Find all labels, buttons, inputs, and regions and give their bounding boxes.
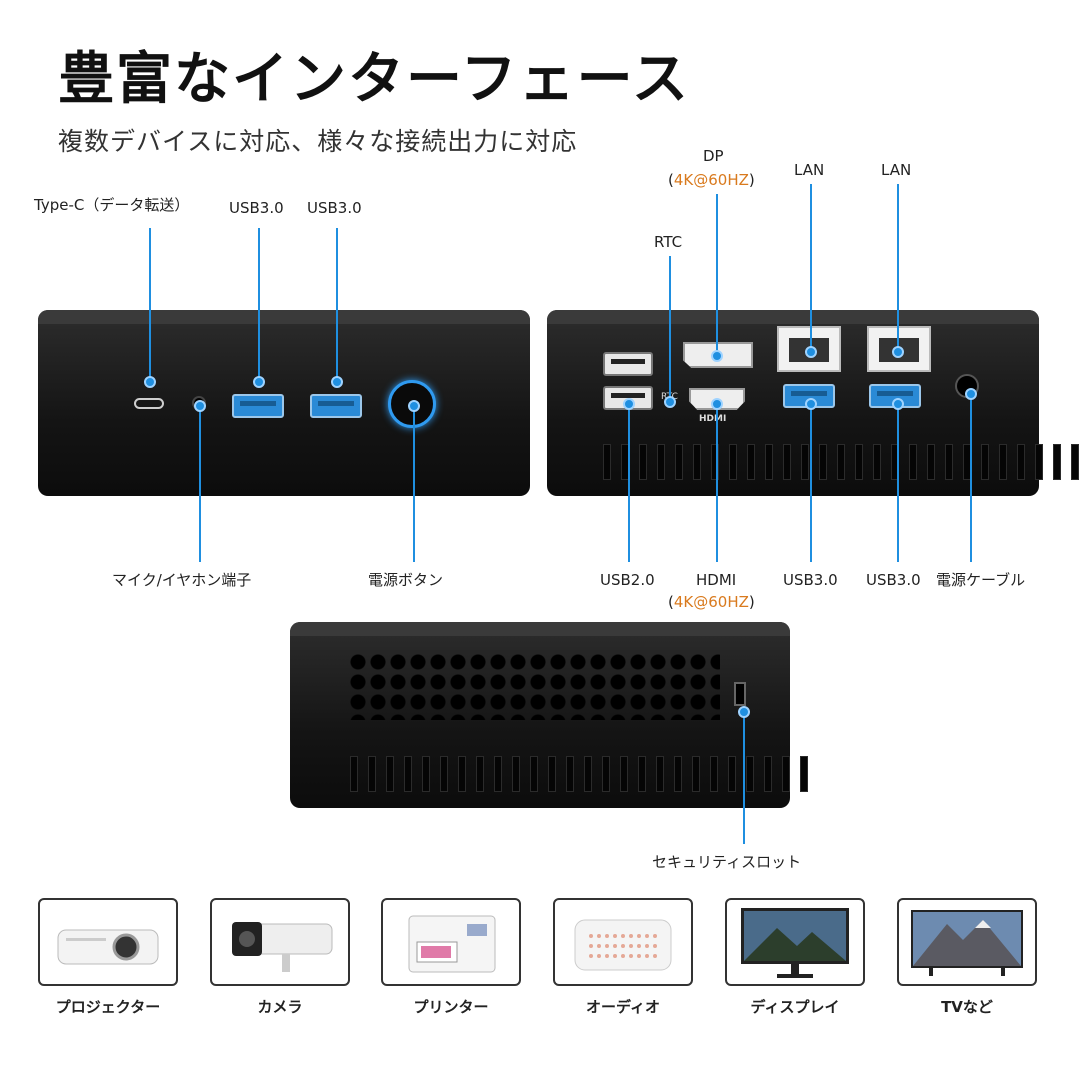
back-panel: RTC HDMI bbox=[547, 310, 1079, 496]
security-slot bbox=[734, 682, 746, 706]
label-front-usb-a: USB3.0 bbox=[229, 199, 284, 217]
device-card-projector bbox=[38, 898, 178, 986]
label-hdmi-res: (4K@60HZ) bbox=[668, 593, 755, 611]
device-card-audio bbox=[553, 898, 693, 986]
tv-icon bbox=[911, 910, 1023, 976]
back-usb2-port-top bbox=[603, 352, 653, 376]
label-security-slot: セキュリティスロット bbox=[652, 853, 802, 871]
front-panel bbox=[38, 310, 530, 496]
device-card-display bbox=[725, 898, 865, 986]
device-label-printer: プリンター bbox=[413, 998, 489, 1016]
label-dp: DP bbox=[703, 147, 724, 165]
label-power-cable: 電源ケーブル bbox=[936, 571, 1026, 589]
label-back-usb3-b: USB3.0 bbox=[866, 571, 921, 589]
device-card-tv bbox=[897, 898, 1037, 986]
label-front-usb-b: USB3.0 bbox=[307, 199, 362, 217]
label-mic: マイク/イヤホン端子 bbox=[112, 571, 252, 589]
projector-icon bbox=[57, 929, 159, 965]
front-usb-port-b bbox=[310, 394, 362, 418]
device-card-camera bbox=[210, 898, 350, 986]
printer-icon bbox=[408, 915, 496, 973]
label-lan-2: LAN bbox=[881, 161, 912, 179]
label-lan-1: LAN bbox=[794, 161, 825, 179]
typec-port bbox=[134, 398, 164, 409]
front-usb-port-a bbox=[232, 394, 284, 418]
page-subtitle: 複数デバイスに対応、様々な接続出力に対応 bbox=[58, 127, 578, 156]
label-dp-res: (4K@60HZ) bbox=[668, 171, 755, 189]
hdmi-port-label: HDMI bbox=[699, 414, 727, 424]
page-title: 豊富なインターフェース bbox=[58, 47, 690, 112]
label-power-button: 電源ボタン bbox=[368, 571, 444, 589]
label-rtc: RTC bbox=[654, 233, 683, 251]
device-label-projector: プロジェクター bbox=[55, 998, 161, 1016]
device-label-display: ディスプレイ bbox=[750, 998, 840, 1016]
label-hdmi: HDMI bbox=[696, 571, 737, 589]
camera-icon bbox=[232, 922, 333, 972]
device-label-tv: TVなど bbox=[941, 998, 993, 1016]
monitor-icon bbox=[741, 908, 849, 978]
device-card-printer bbox=[381, 898, 521, 986]
label-typec: Type-C（データ転送） bbox=[34, 196, 190, 214]
device-label-audio: オーディオ bbox=[586, 998, 660, 1016]
label-back-usb3-a: USB3.0 bbox=[783, 571, 838, 589]
label-usb20: USB2.0 bbox=[600, 571, 655, 589]
device-label-camera: カメラ bbox=[257, 998, 303, 1016]
speaker-icon bbox=[574, 919, 672, 971]
side-panel bbox=[290, 622, 808, 808]
